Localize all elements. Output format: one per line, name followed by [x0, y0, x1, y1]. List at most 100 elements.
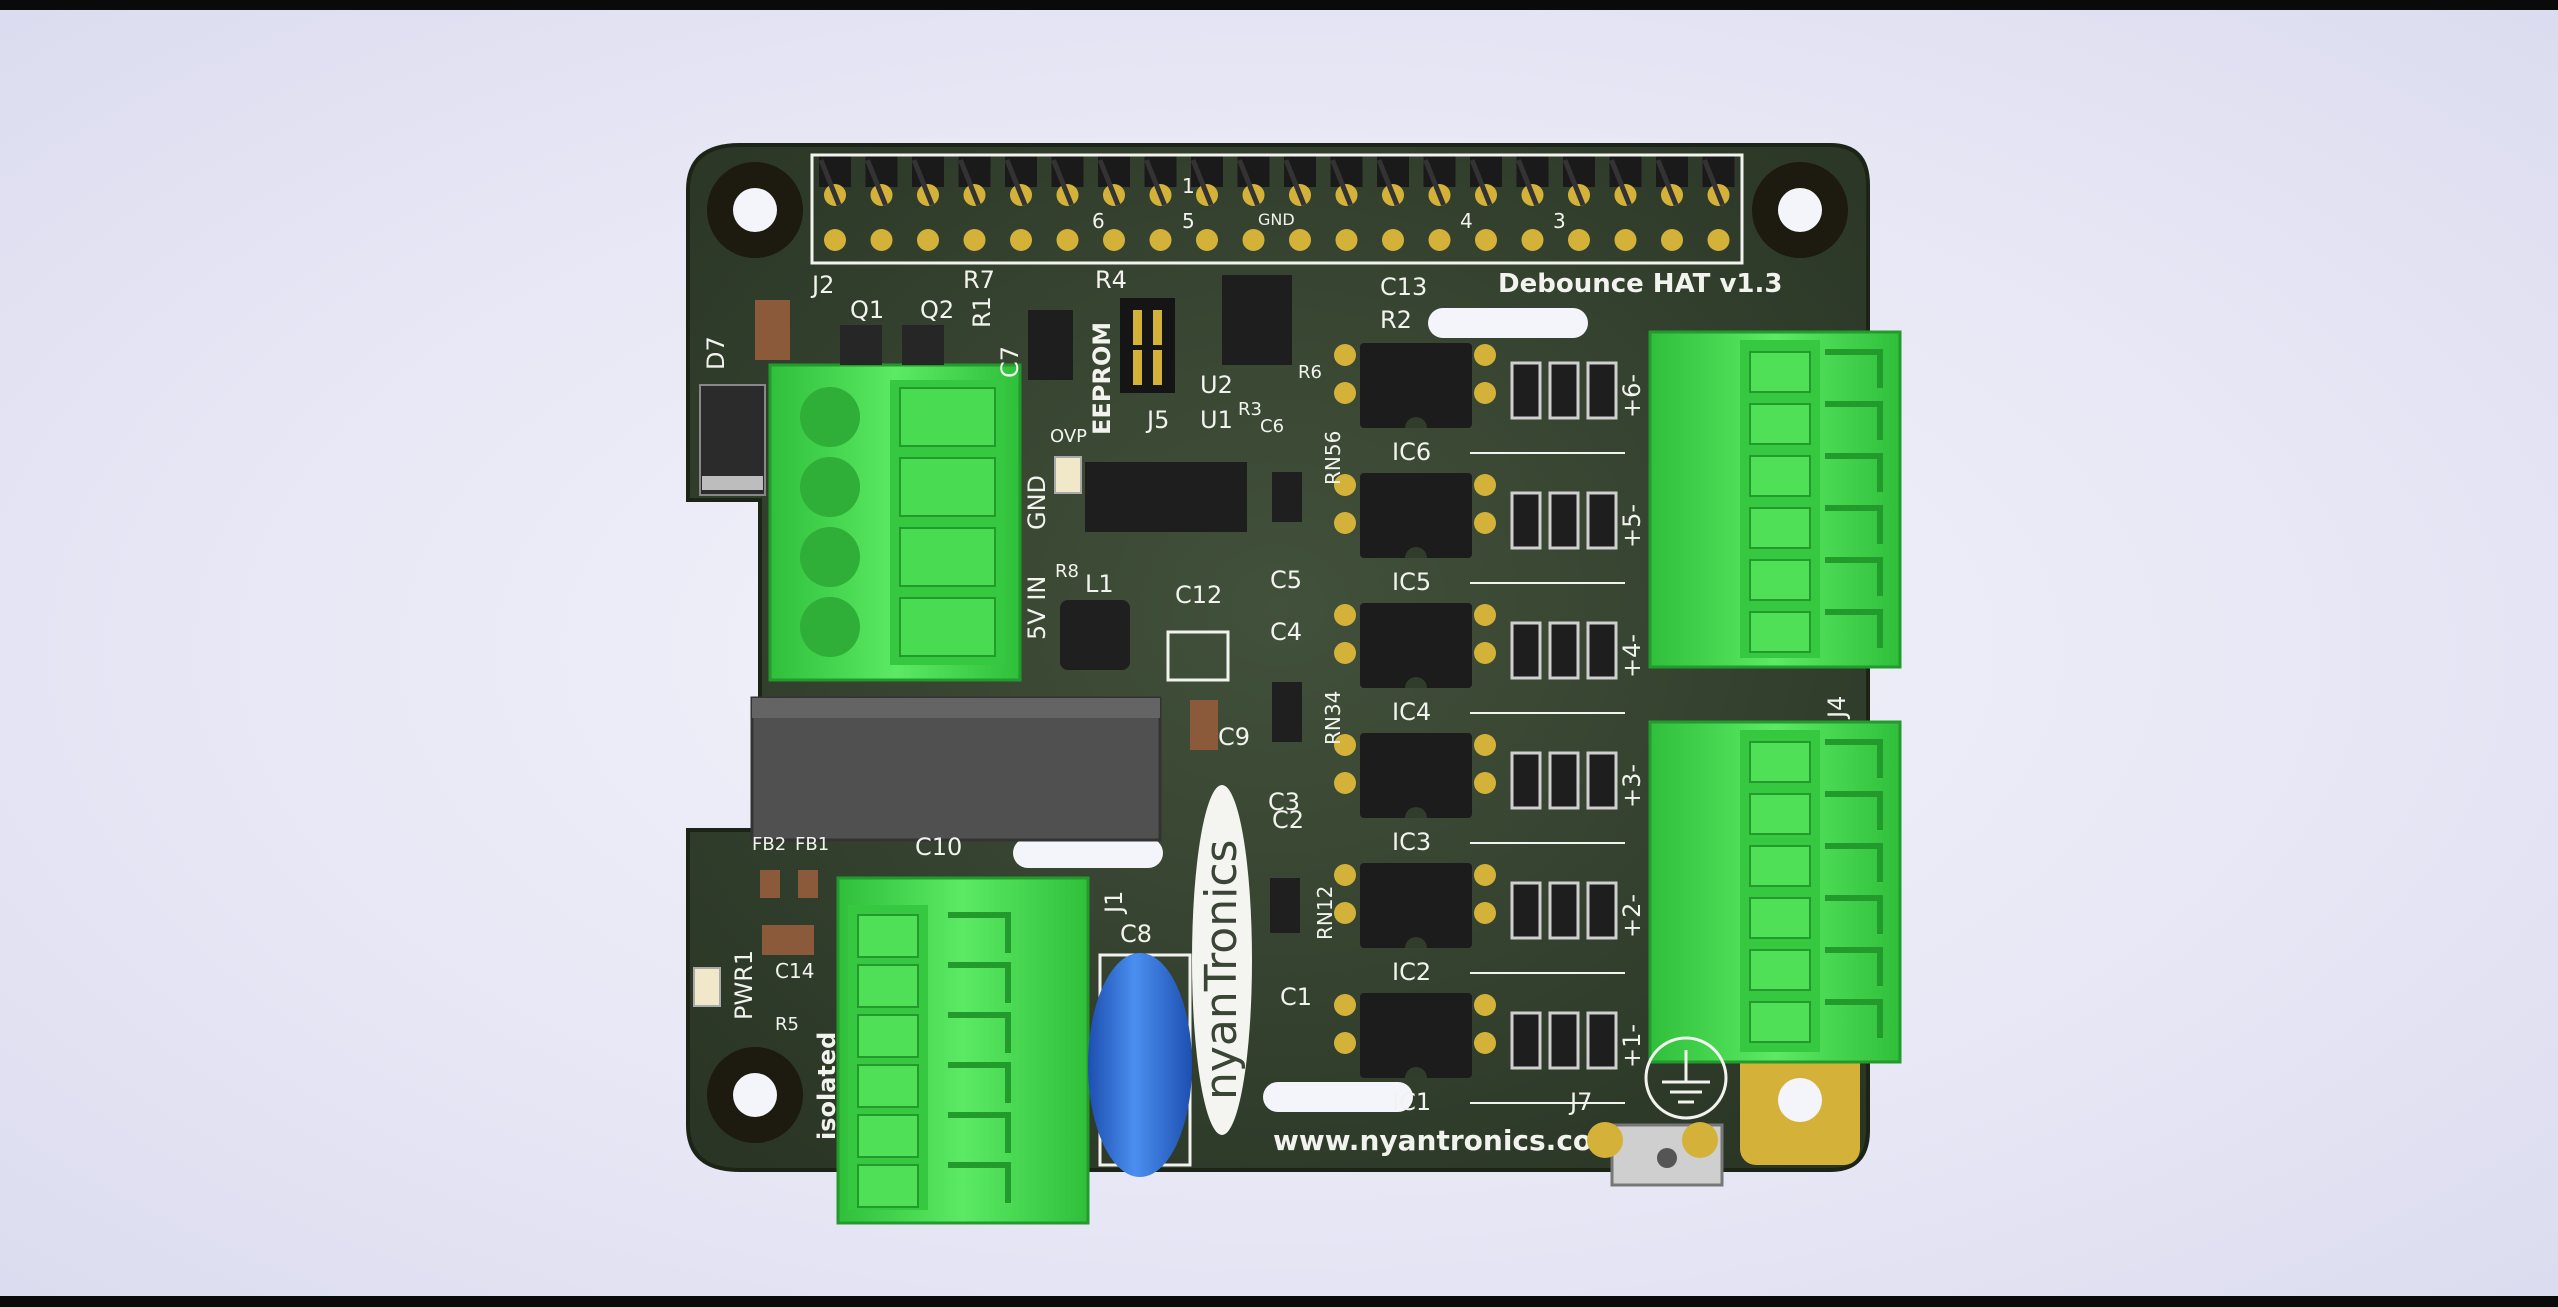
terminal-slot [1749, 897, 1811, 939]
label-5v-in: 5V IN [1023, 576, 1051, 640]
label-c14: C14 [775, 959, 814, 983]
label-pwr1: PWR1 [730, 950, 758, 1020]
terminal-slot [1749, 351, 1811, 393]
fe-logo-icon [1166, 630, 1230, 682]
render-viewport: 6 5 GND 4 3 1 J2 Debounce HAT v1.3 www.n… [0, 10, 2558, 1296]
terminal-slot [1749, 1001, 1811, 1043]
label-j1: J1 [1100, 891, 1128, 915]
label-u2: U2 [1200, 371, 1233, 399]
header-pin [1056, 229, 1079, 251]
label-eeprom: EEPROM [1088, 322, 1116, 435]
ic-u1 [1085, 462, 1247, 532]
label-j4: J4 [1823, 696, 1851, 720]
label-channel-ch6: +6- [1618, 374, 1646, 418]
label-c7: C7 [996, 346, 1024, 378]
power-terminal-block [768, 363, 1022, 682]
transistor-q2 [902, 325, 944, 365]
label-r4: R4 [1095, 266, 1127, 294]
header-pin [963, 229, 986, 251]
connector-j7 [1587, 1122, 1724, 1187]
transistor-q1 [840, 325, 882, 365]
header-label-3: 3 [1553, 209, 1566, 233]
header-pin [1475, 229, 1497, 251]
label-ic6: IC6 [1392, 438, 1431, 466]
header-pin [1149, 229, 1172, 251]
optocoupler-ic4: IC4 +4- [1334, 603, 1646, 726]
label-c2: C2 [1272, 806, 1304, 834]
board-title: Debounce HAT v1.3 [1498, 269, 1782, 299]
ic-u2 [1222, 275, 1292, 365]
label-channel-ch3: +3- [1618, 764, 1646, 808]
label-c12: C12 [1175, 581, 1222, 609]
optocoupler-ic6: IC6 +6- [1334, 343, 1646, 466]
jumper-j5 [1120, 298, 1175, 393]
header-pin [1428, 229, 1451, 251]
label-ic3: IC3 [1392, 828, 1431, 856]
ground-symbol [1644, 1036, 1728, 1120]
label-c9: C9 [1218, 723, 1250, 751]
label-r1: R1 [968, 296, 996, 328]
inductor-l1 [1060, 600, 1130, 670]
header-pin [1614, 229, 1637, 251]
label-c3: C3 [1268, 788, 1300, 816]
optocoupler-array: IC6+6-IC5+5-IC4+4-IC3+3-IC2+2-IC1+1- [1334, 343, 1646, 1116]
label-r8: R8 [1055, 561, 1079, 582]
header-pin [1568, 229, 1590, 251]
pcb-render: 6 5 GND 4 3 1 J2 Debounce HAT v1.3 www.n… [686, 143, 1902, 1225]
capacitor-c8 [1088, 953, 1192, 1177]
header-pin [1103, 229, 1125, 251]
label-c1: C1 [1280, 983, 1312, 1011]
header-pin [1010, 229, 1032, 251]
terminal-slot [1749, 845, 1811, 887]
ic-small-c7 [1028, 310, 1073, 380]
website-url: www.nyantronics.com [1273, 1124, 1621, 1157]
label-c5: C5 [1270, 566, 1302, 594]
header-pin [1382, 229, 1404, 251]
label-channel-ch4: +4- [1618, 634, 1646, 678]
label-ic4: IC4 [1392, 698, 1431, 726]
optocoupler-ic3: IC3 +3- [1334, 733, 1646, 856]
dcdc-converter-module [750, 696, 1162, 842]
header-pin [917, 229, 939, 251]
header-pin [1521, 229, 1544, 251]
optocoupler-ic5: IC5+5- [1334, 473, 1646, 596]
label-r2: R2 [1380, 306, 1412, 334]
header-label-4: 4 [1460, 209, 1473, 233]
gpio-header [818, 155, 1735, 251]
led-ovp [1054, 456, 1082, 494]
label-c10: C10 [915, 833, 962, 861]
header-label-gnd: GND [1258, 210, 1295, 229]
label-gnd-in: GND [1023, 475, 1051, 530]
label-channel-ch5: +5- [1618, 504, 1646, 548]
label-c13: C13 [1380, 273, 1427, 301]
label-rn34: RN34 [1321, 691, 1345, 745]
mounting-holes [707, 162, 1860, 1165]
resistor-networks [1270, 472, 1302, 933]
header-pin [1242, 229, 1265, 251]
label-c8: C8 [1120, 920, 1152, 948]
label-c6: C6 [1260, 416, 1284, 437]
terminal-slot [1749, 559, 1811, 601]
header-label-5: 5 [1182, 209, 1195, 233]
label-c4: C4 [1270, 618, 1302, 646]
board-slot-mid [1013, 838, 1163, 868]
header-pin [1289, 229, 1311, 251]
header-silkscreen: 6 5 GND 4 3 1 J2 [810, 153, 1744, 299]
label-channel-ch1: +1- [1618, 1024, 1646, 1068]
terminal-slot [1749, 741, 1811, 783]
label-ic2: IC2 [1392, 958, 1431, 986]
label-r3: R3 [1238, 399, 1262, 420]
terminal-slot [1749, 455, 1811, 497]
board-slot-top [1428, 308, 1588, 338]
label-ovp: OVP [1050, 426, 1087, 447]
terminal-slot [1749, 611, 1811, 653]
label-isolated: isolated [813, 1032, 841, 1140]
nyantronics-logo: nyanTronics [1192, 785, 1252, 1135]
label-u1: U1 [1200, 406, 1233, 434]
terminal-slot [1749, 949, 1811, 991]
label-r5: R5 [775, 1014, 799, 1035]
brand-logo-text: nyanTronics [1196, 840, 1247, 1100]
label-j7: J7 [1568, 1088, 1592, 1116]
header-pin [1335, 229, 1358, 251]
label-rn12: RN12 [1313, 886, 1337, 940]
